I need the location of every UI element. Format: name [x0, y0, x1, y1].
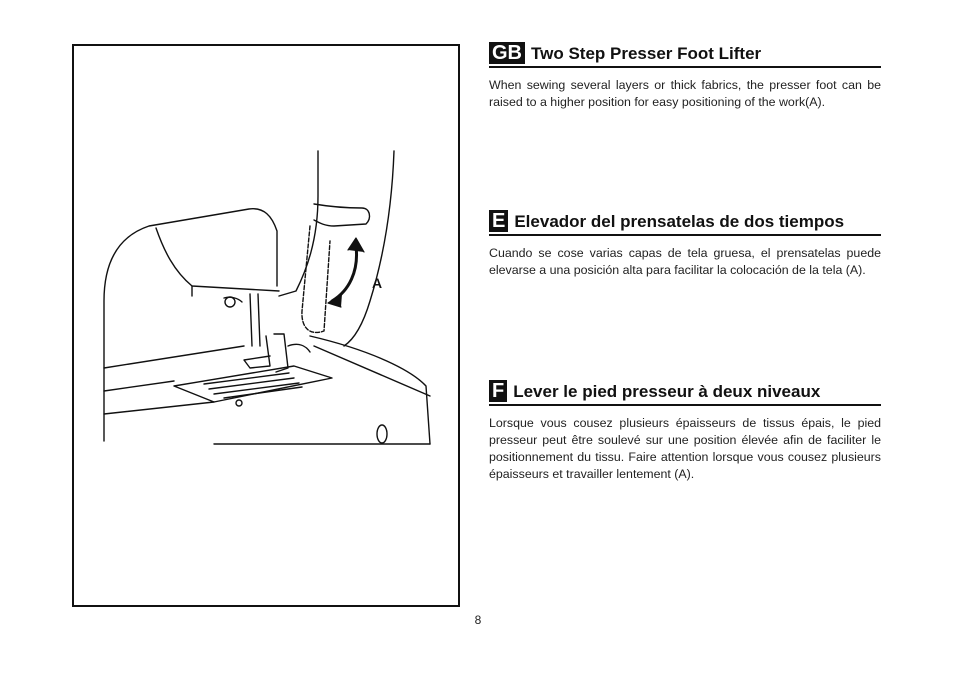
- language-badge-f: F: [489, 380, 508, 402]
- section-title-e: Elevador del prensatelas de dos tiempos: [514, 212, 845, 231]
- language-badge-e: E: [489, 210, 509, 232]
- section-heading-f: F Lever le pied presseur à deux niveaux: [489, 380, 881, 406]
- sewing-machine-illustration: A: [103, 150, 431, 445]
- section-body-f: Lorsque vous cousez plusieurs épaisseurs…: [489, 416, 881, 481]
- section-body-e: Cuando se cose varias capas de tela grue…: [489, 246, 881, 277]
- section-f: F Lever le pied presseur à deux niveaux …: [489, 380, 881, 483]
- page-number: 8: [474, 613, 482, 627]
- illustration-frame: A: [72, 44, 460, 607]
- section-body-gb: When sewing several layers or thick fabr…: [489, 78, 881, 109]
- section-title-f: Lever le pied presseur à deux niveaux: [513, 382, 821, 401]
- section-e: E Elevador del prensatelas de dos tiempo…: [489, 210, 881, 279]
- label-a: A: [372, 275, 382, 291]
- language-badge-gb: GB: [489, 42, 525, 64]
- section-heading-e: E Elevador del prensatelas de dos tiempo…: [489, 210, 881, 236]
- section-title-gb: Two Step Presser Foot Lifter: [531, 44, 762, 63]
- section-gb: GB Two Step Presser Foot Lifter When sew…: [489, 42, 881, 111]
- section-heading-gb: GB Two Step Presser Foot Lifter: [489, 42, 881, 68]
